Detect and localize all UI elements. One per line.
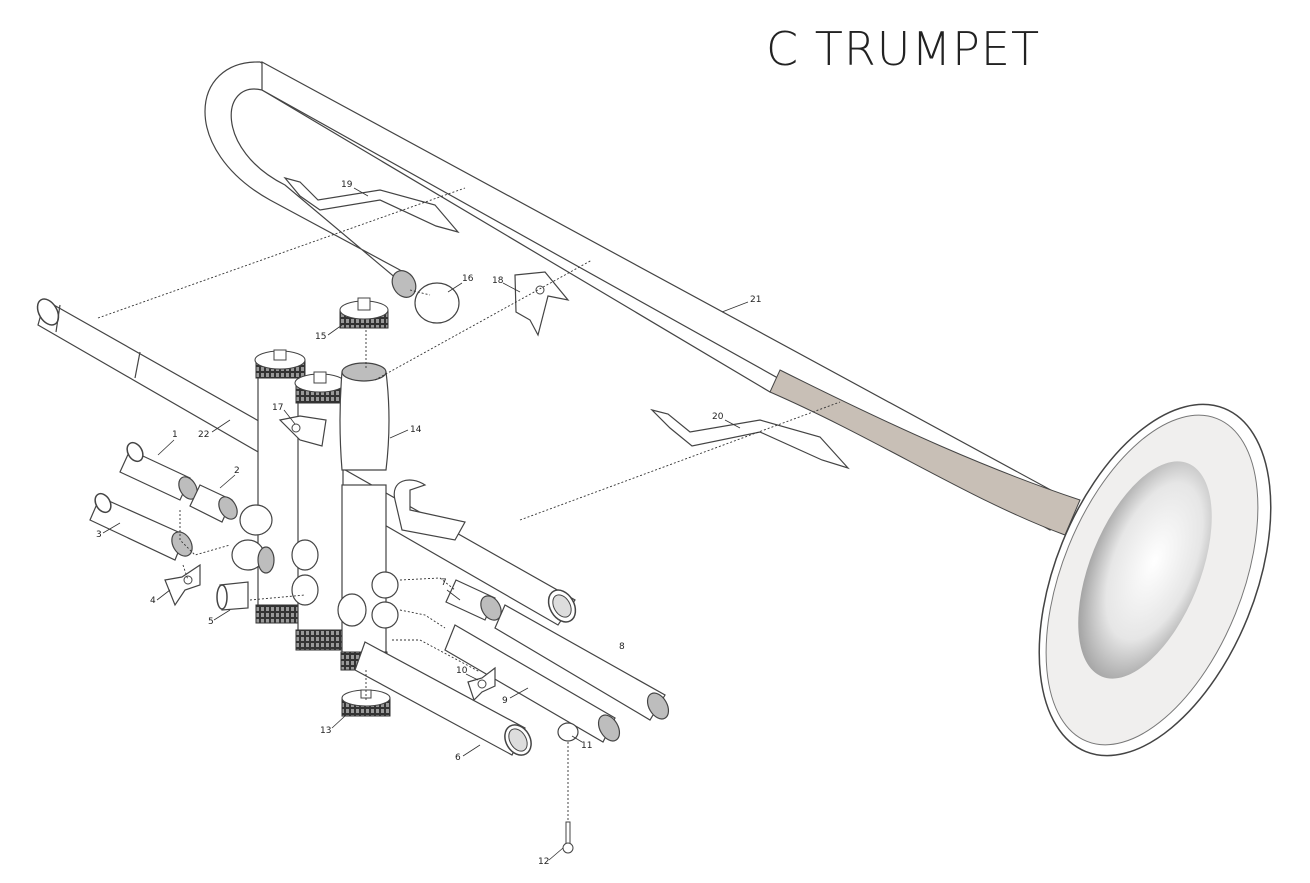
- part-2-tube: [189, 484, 238, 523]
- label-9: 9: [502, 696, 508, 706]
- label-18: 18: [492, 276, 504, 286]
- diagram-title: C TRUMPET: [766, 22, 1041, 76]
- part-19-brace: [283, 176, 460, 234]
- part-8-tube: [494, 604, 670, 721]
- part-18-brace: [514, 271, 570, 337]
- part-3-tube: [89, 492, 193, 561]
- part-4-water-key: [164, 563, 201, 607]
- label-10: 10: [456, 666, 468, 676]
- part-7-tube: [445, 579, 502, 621]
- label-11: 11: [581, 741, 592, 751]
- part-13-bottom-cap: [341, 689, 391, 717]
- part-5-tube: [216, 581, 249, 611]
- label-14: 14: [410, 425, 422, 435]
- part-1-tube: [119, 441, 198, 501]
- label-16: 16: [462, 274, 474, 284]
- label-17: 17: [272, 403, 283, 413]
- part-6-tube: [354, 641, 532, 756]
- part-21-main-tube: [204, 60, 1272, 757]
- label-1: 1: [172, 430, 178, 440]
- label-4: 4: [150, 596, 156, 606]
- part-16-cap: [414, 282, 460, 324]
- assembly-guides: [97, 187, 841, 820]
- label-19: 19: [341, 180, 353, 190]
- part-labels: 1 2 3 4 5 6 7 8 9 10 11 12 13 14 15 16 1…: [96, 180, 761, 867]
- finger-ring: [393, 479, 466, 541]
- label-20: 20: [712, 412, 724, 422]
- label-6: 6: [455, 753, 461, 763]
- label-2: 2: [234, 466, 240, 476]
- label-7: 7: [441, 578, 447, 588]
- part-20-brace: [650, 408, 850, 470]
- label-5: 5: [208, 617, 214, 627]
- label-21: 21: [750, 295, 761, 305]
- part-17-finger-hook: [278, 415, 327, 447]
- label-8: 8: [619, 642, 625, 652]
- part-10-water-key: [467, 666, 496, 702]
- label-12: 12: [538, 857, 549, 867]
- part-9-tube: [444, 624, 621, 743]
- part-12-screw: [562, 821, 574, 854]
- part-15-valve-cap: [339, 297, 389, 329]
- elbow-tubes: [231, 504, 399, 629]
- label-22: 22: [198, 430, 209, 440]
- part-14-piston: [339, 362, 390, 471]
- label-15: 15: [315, 332, 326, 342]
- part-11-cap: [557, 722, 579, 742]
- label-13: 13: [320, 726, 331, 736]
- label-3: 3: [96, 530, 102, 540]
